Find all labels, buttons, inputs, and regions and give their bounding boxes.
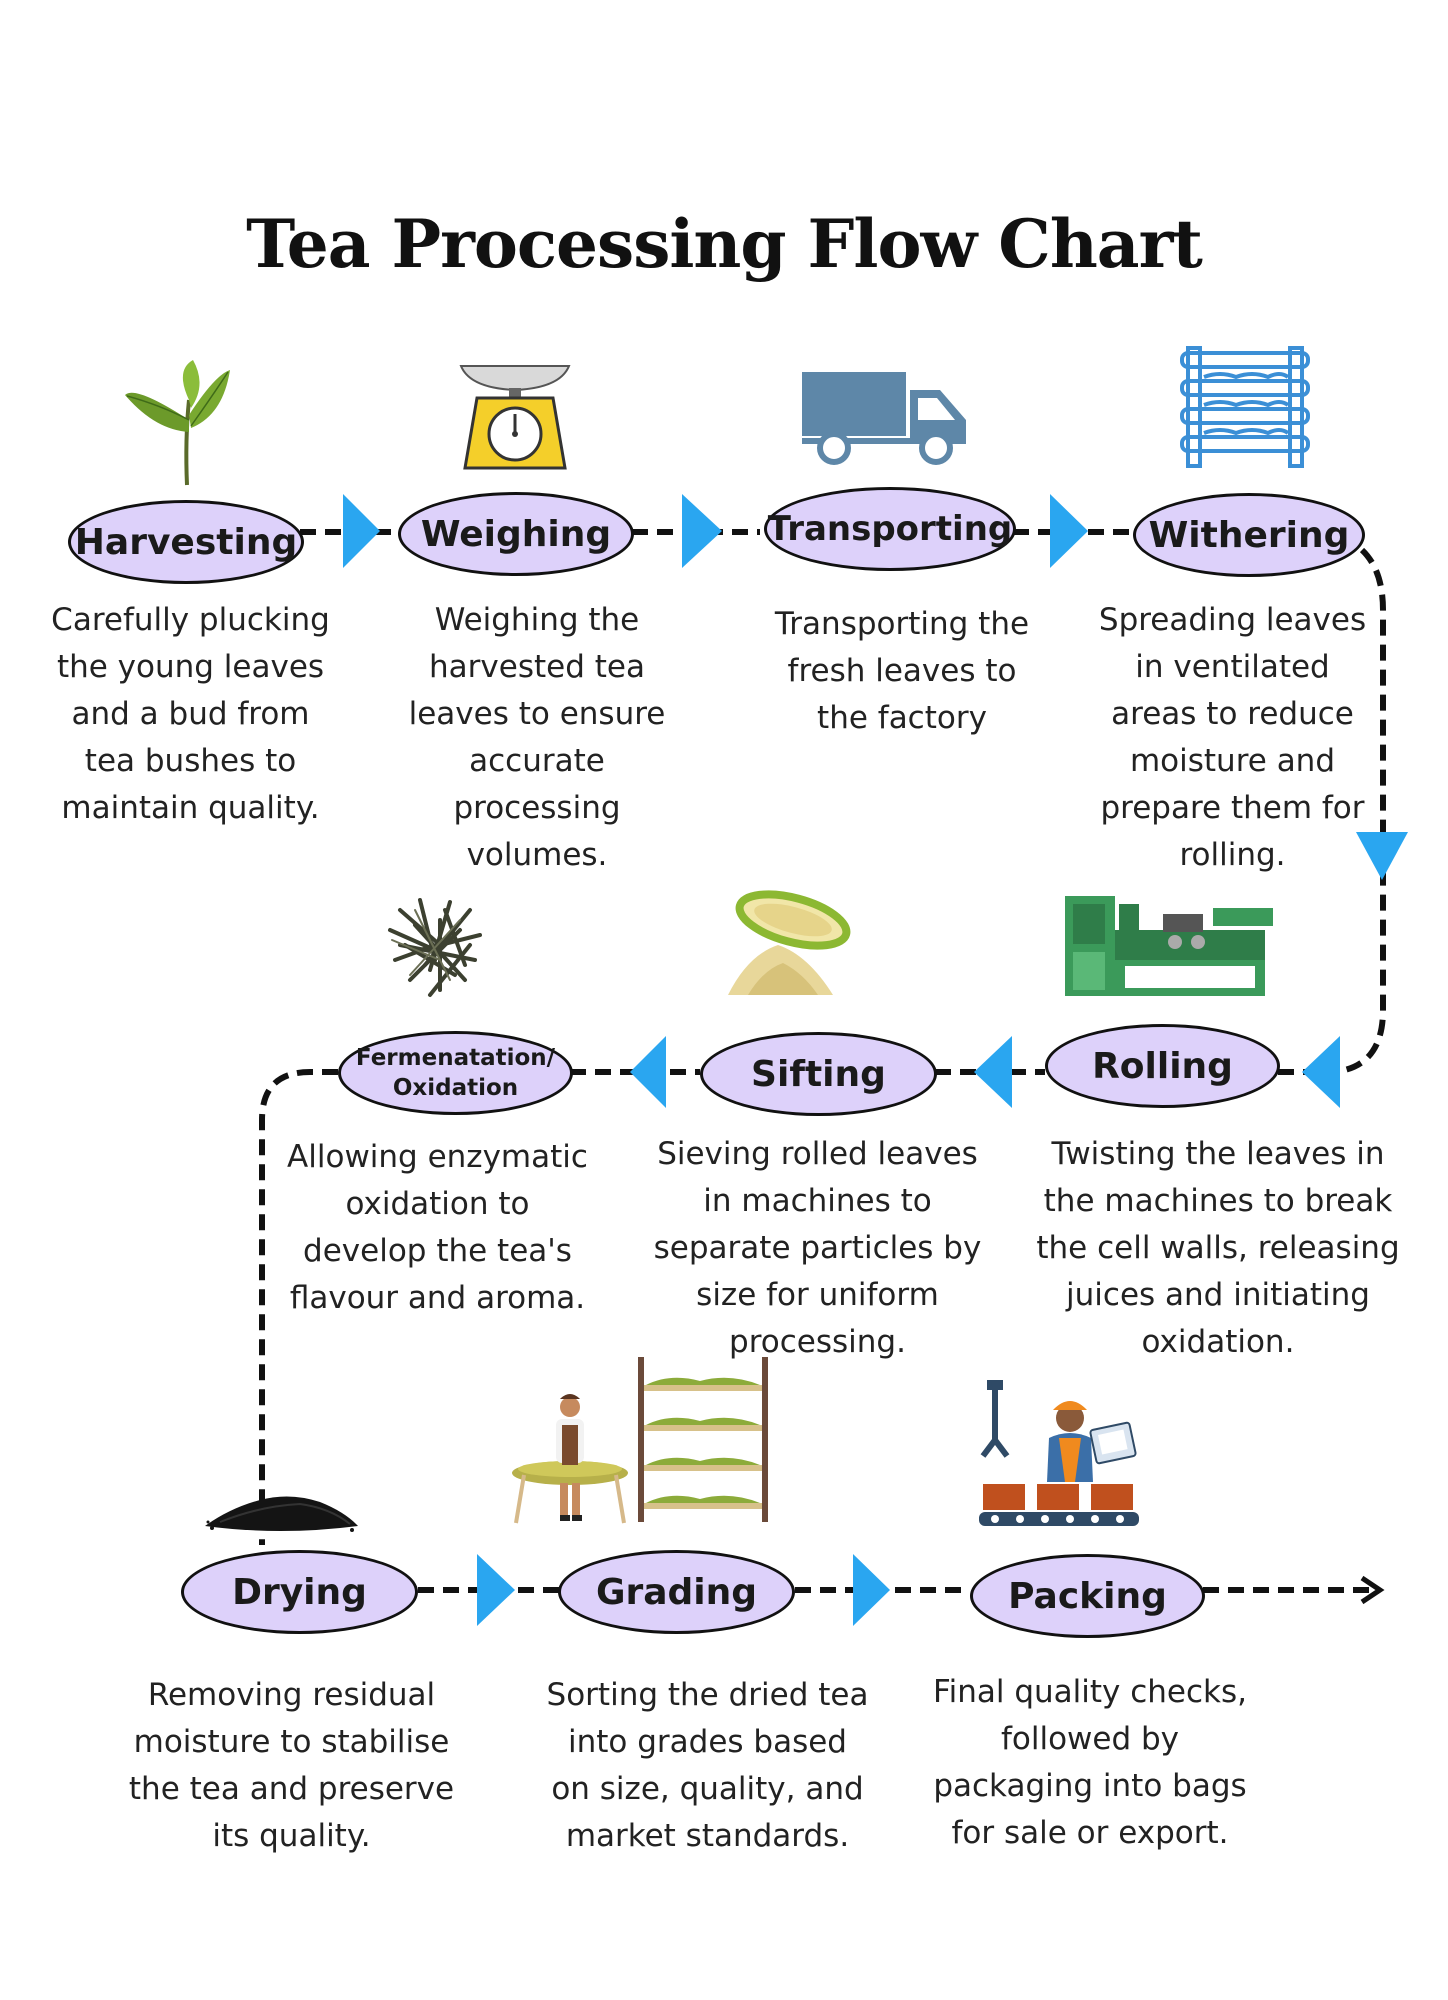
step-drying-description: Removing residual moisture to stabilise …	[128, 1677, 455, 1854]
step-withering-description: Spreading leaves in ventilated areas to …	[1098, 602, 1367, 873]
truck-icon	[802, 372, 966, 465]
step-grading-description: Sorting the dried tea into grades based …	[546, 1677, 869, 1854]
tea-plant-icon	[125, 360, 230, 486]
sieve-icon	[728, 890, 851, 995]
step-sifting-description: Sieving rolled leaves in machines to sep…	[653, 1136, 982, 1360]
step-fermentation-description: Allowing enzymatic oxidation to develop …	[287, 1139, 588, 1316]
step-weighing: Weighing	[398, 492, 634, 576]
packing-worker-icon	[979, 1380, 1139, 1526]
rolling-machine-icon	[1065, 896, 1273, 996]
step-fermentation-oxidation: Fermenatation/ Oxidation	[338, 1031, 573, 1115]
dried-tea-pile-icon	[205, 1496, 358, 1532]
step-sifting: Sifting	[700, 1032, 937, 1116]
oxidized-leaves-icon	[388, 898, 482, 997]
withering-rack-icon	[1180, 346, 1310, 468]
step-transporting-description: Transporting the fresh leaves to the fac…	[774, 606, 1030, 736]
step-packing: Packing	[970, 1554, 1205, 1638]
step-transporting: Transporting	[764, 487, 1016, 571]
step-drying: Drying	[181, 1550, 418, 1634]
step-harvesting-description: Carefully plucking the young leaves and …	[51, 602, 330, 826]
scale-icon	[459, 365, 571, 470]
step-rolling: Rolling	[1045, 1024, 1280, 1108]
step-withering: Withering	[1133, 493, 1365, 577]
step-grading: Grading	[558, 1550, 795, 1634]
grading-worker-icon	[512, 1357, 768, 1524]
page-title: Tea Processing Flow Chart	[246, 205, 1203, 283]
step-harvesting: Harvesting	[68, 500, 304, 584]
step-packing-description: Final quality checks, followed by packag…	[933, 1674, 1247, 1851]
step-weighing-description: Weighing the harvested tea leaves to ens…	[408, 602, 666, 873]
step-rolling-description: Twisting the leaves in the machines to b…	[1036, 1136, 1400, 1360]
